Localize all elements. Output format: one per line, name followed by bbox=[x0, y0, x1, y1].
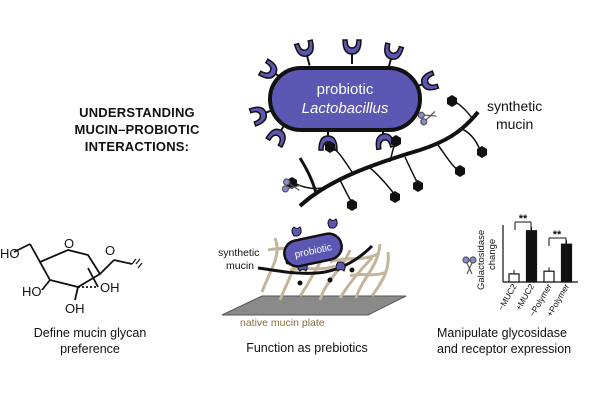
caption-left: Define mucin glycan preference bbox=[0, 325, 180, 357]
small-receptor-group bbox=[291, 218, 346, 272]
caption-right: Manipulate glycosidase and receptor expr… bbox=[437, 325, 601, 357]
caption-left-line-1: Define mucin glycan bbox=[33, 326, 147, 340]
synthetic-mucin-label-1: synthetic bbox=[487, 98, 543, 114]
y-axis-label-1: Galactosidase bbox=[476, 230, 487, 290]
significance-label: ** bbox=[519, 213, 528, 225]
small-probiotic-cell bbox=[283, 232, 343, 268]
caption-middle: Function as prebiotics bbox=[246, 341, 368, 355]
glycan-sugar-icons bbox=[287, 95, 487, 211]
middle-synthetic-label-1: synthetic bbox=[218, 247, 259, 259]
cell-label-lactobacillus: Lactobacillus bbox=[302, 100, 389, 117]
atom-ring-o: O bbox=[64, 236, 74, 251]
main-illustration: probiotic Lactobacillus bbox=[248, 39, 487, 211]
probiotic-cell bbox=[268, 66, 422, 132]
bar-3 bbox=[560, 243, 573, 283]
synthetic-mucin-label-2: mucin bbox=[495, 116, 534, 132]
cell-label-probiotic: probiotic bbox=[317, 81, 374, 98]
heading-line-1: UNDERSTANDING bbox=[79, 105, 195, 120]
heading-line-2: MUCIN–PROBIOTIC bbox=[74, 122, 200, 137]
synthetic-mucin-label: synthetic mucin bbox=[487, 97, 542, 133]
bar-chart: ** ** Galactosidase change −MUC2+MUC2−Po… bbox=[462, 213, 578, 318]
mucin-plate-illustration: probiotic bbox=[221, 218, 407, 316]
native-mucin-plate-label: native mucin plate bbox=[240, 317, 325, 329]
bar-1 bbox=[525, 230, 538, 283]
middle-synthetic-label-2: mucin bbox=[226, 260, 254, 272]
native-mucin-plate bbox=[221, 295, 407, 316]
bar-2 bbox=[543, 270, 555, 283]
receptor-icon bbox=[342, 39, 362, 64]
mucin-backbone bbox=[298, 110, 480, 208]
synthetic-mucin-strand bbox=[257, 244, 374, 275]
heading: UNDERSTANDING MUCIN–PROBIOTIC INTERACTIO… bbox=[62, 104, 212, 155]
heading-line-3: INTERACTIONS: bbox=[84, 139, 190, 154]
significance-label: ** bbox=[553, 229, 562, 241]
atom-ho-left: HO bbox=[22, 284, 42, 299]
caption-right-line-2: and receptor expression bbox=[437, 342, 572, 356]
atom-ho-top: HO bbox=[0, 246, 20, 261]
glycan-structure bbox=[13, 243, 143, 301]
scissors-icon bbox=[417, 110, 437, 126]
scissors-icon bbox=[462, 256, 477, 275]
caption-left-line-2: preference bbox=[60, 342, 120, 356]
caption-right-line-1: Manipulate glycosidase bbox=[437, 326, 567, 340]
mucin-backbone-branch bbox=[298, 157, 318, 194]
atom-oh-bottom: OH bbox=[65, 301, 85, 316]
bar-0 bbox=[508, 273, 520, 283]
atom-link-o: O bbox=[105, 243, 115, 258]
y-axis-label-2: change bbox=[487, 239, 498, 270]
receptor-icon bbox=[293, 39, 314, 66]
atom-oh-right: OH bbox=[100, 280, 120, 295]
scissors-icon bbox=[281, 178, 301, 193]
